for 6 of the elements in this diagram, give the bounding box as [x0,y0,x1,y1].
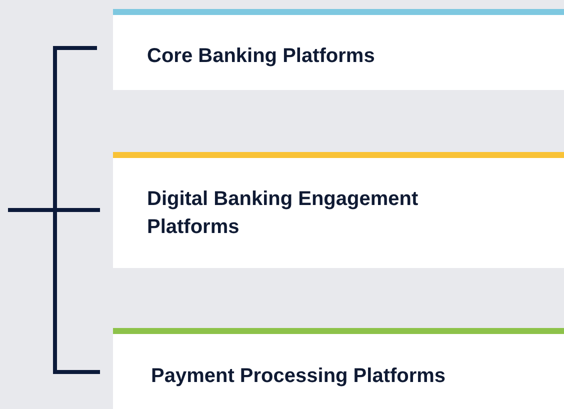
card-title: Core Banking Platforms [147,44,376,69]
platform-card [113,152,564,268]
card-title: Payment Processing Platforms [151,364,447,389]
platform-card [113,9,564,90]
platform-card [113,328,564,409]
card-title: Digital Banking Engagement Platforms [147,187,420,240]
